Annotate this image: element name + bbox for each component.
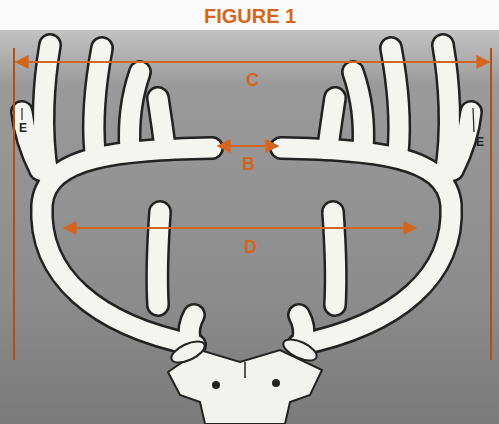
antler-stroke xyxy=(443,45,449,175)
point-letter: E xyxy=(19,122,27,134)
dimension-letter: D xyxy=(244,238,257,256)
dimension-letter: C xyxy=(246,71,259,89)
antler-stroke xyxy=(157,212,160,305)
antler-stroke xyxy=(391,48,399,153)
antler-stroke xyxy=(129,72,140,150)
antler-stroke xyxy=(42,148,212,345)
point-letter: E xyxy=(476,136,484,148)
antler-stroke xyxy=(22,112,40,170)
e-leaders xyxy=(22,108,474,132)
antler-stroke xyxy=(299,315,304,340)
antler-stroke xyxy=(129,72,140,150)
antler-stroke xyxy=(157,212,160,305)
skull xyxy=(168,350,322,424)
antler-stroke xyxy=(189,315,194,340)
antler-stroke xyxy=(94,48,102,153)
figure-title: FIGURE 1 xyxy=(204,6,296,26)
antler-stroke xyxy=(299,315,304,340)
antler-stroke xyxy=(443,45,449,175)
antler-stroke xyxy=(189,315,194,340)
antler-stroke xyxy=(44,45,50,175)
antler-stroke xyxy=(281,148,451,345)
antler-stroke xyxy=(391,48,399,153)
measure-lines xyxy=(14,48,491,360)
antler-stroke xyxy=(94,48,102,153)
antler-stroke xyxy=(44,45,50,175)
antler-stroke xyxy=(353,72,364,150)
antler-stroke xyxy=(158,98,165,148)
antlers xyxy=(22,45,471,345)
dimension-letter: B xyxy=(242,155,255,173)
antler-stroke xyxy=(353,72,364,150)
antler-stroke xyxy=(453,112,471,170)
burrs xyxy=(168,335,319,367)
antler-stroke xyxy=(42,148,212,345)
antler-stroke xyxy=(328,98,335,148)
antler-stroke xyxy=(281,148,451,345)
antler-stroke xyxy=(333,212,336,305)
header-band xyxy=(0,0,499,30)
antler-stroke xyxy=(328,98,335,148)
antler-stroke xyxy=(333,212,336,305)
antler-stroke xyxy=(158,98,165,148)
